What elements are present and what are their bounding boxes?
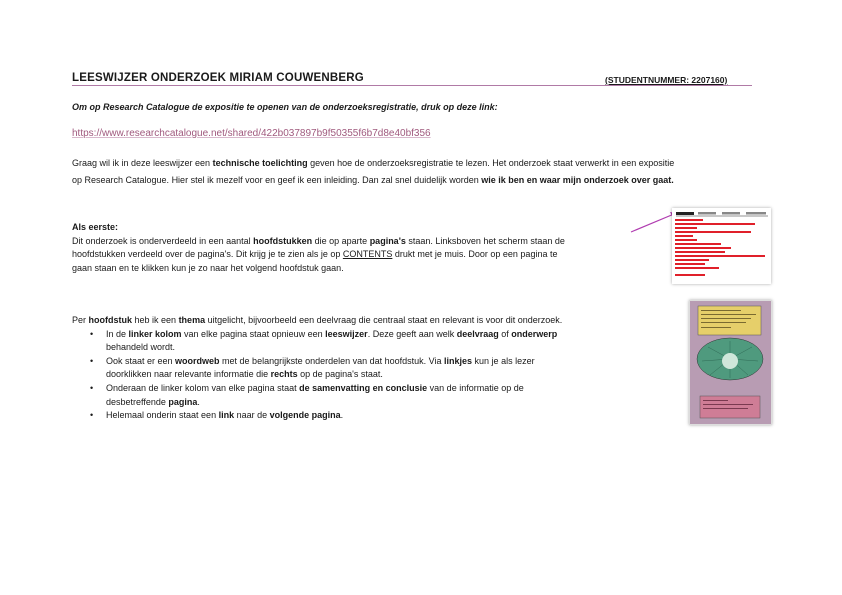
bold-text: pagina's <box>369 235 406 246</box>
bold-text: linker kolom <box>128 328 182 339</box>
bold-text: hoofdstuk <box>88 315 133 325</box>
text-run: Dit onderzoek is onderverdeeld in een aa… <box>72 235 254 246</box>
bold-text: leeswijzer <box>325 328 368 339</box>
text-run: op Research Catalogue. Hier stel ik meze… <box>72 175 482 185</box>
text-run: hoofdstukken verdeeld over de pagina's. … <box>72 249 343 259</box>
bold-text: pagina <box>168 396 198 407</box>
bullet-item: • Onderaan de linker kolom van elke pagin… <box>72 382 562 409</box>
text-line: doorklikken naar relevante informatie di… <box>106 368 562 382</box>
student-number: (STUDENTNUMMER: 2207160) <box>605 75 728 85</box>
text-line: hoofdstukken verdeeld over de pagina's. … <box>72 248 565 262</box>
text-run: kun je als lezer <box>472 355 535 366</box>
contents-menu-screenshot <box>672 208 771 284</box>
hoofdstuk-lead: Per hoofdstuk heb ik een thema uitgelich… <box>72 314 562 328</box>
bold-text: de samenvatting en conclusie <box>299 382 428 393</box>
text-run: desbetreffende <box>106 396 169 407</box>
text-line: behandeld wordt. <box>106 341 562 355</box>
text-run: drukt met je muis. Door op een pagina te <box>392 249 558 259</box>
text-run: uitgelicht, bijvoorbeeld een deelvraag d… <box>205 315 563 325</box>
paragraph-introduction: Graag wil ik in deze leeswijzer een tech… <box>72 155 674 189</box>
bold-text: volgende pagina <box>269 410 341 421</box>
text-line: Graag wil ik in deze leeswijzer een tech… <box>72 155 674 172</box>
text-run: met de belangrijkste onderdelen van dat … <box>219 355 445 366</box>
bullet-item: • Ook staat er een woordweb met de belang… <box>72 355 562 382</box>
bullet-icon: • <box>90 328 94 339</box>
bold-text: deelvraag <box>456 328 499 339</box>
bold-text: wie ik ben en waar mijn onderzoek over g… <box>481 175 674 185</box>
page-title: LEESWIJZER ONDERZOEK MIRIAM COUWENBERG <box>72 72 364 84</box>
text-run: van de informatie op de <box>427 382 524 393</box>
bullet-icon: • <box>90 382 94 393</box>
bold-text: onderwerp <box>511 328 558 339</box>
text-run: gaan staan en te klikken kun je zo naar … <box>72 262 344 273</box>
text-line: Onderaan de linker kolom van elke pagina… <box>106 382 562 396</box>
text-line: Ook staat er een woordweb met de belangr… <box>106 355 562 369</box>
text-line: gaan staan en te klikken kun je zo naar … <box>72 262 565 276</box>
text-run: In de <box>106 328 129 339</box>
bullet-list: • In de linker kolom van elke pagina staa… <box>72 328 562 423</box>
text-line: op Research Catalogue. Hier stel ik meze… <box>72 172 674 189</box>
text-run: op de pagina's staat. <box>297 369 383 380</box>
bullet-icon: • <box>90 355 94 366</box>
bullet-item: • Helemaal onderin staat een link naar de… <box>72 409 562 423</box>
text-run: . Deze geeft aan welk <box>367 328 457 339</box>
text-run: of <box>498 328 512 339</box>
underlined-text: CONTENTS <box>342 249 393 259</box>
text-run: Ook staat er een <box>106 355 176 366</box>
text-line: Dit onderzoek is onderverdeeld in een aa… <box>72 235 565 249</box>
page-layout-image <box>696 305 764 419</box>
text-run: heb ik een <box>132 315 179 325</box>
text-run: geven hoe de onderzoeksregistratie te le… <box>307 158 675 168</box>
bold-text: Als eerste: <box>72 222 119 232</box>
text-run: die op aparte <box>312 235 370 246</box>
text-run: naar de <box>234 410 270 421</box>
bullet-icon: • <box>90 410 94 421</box>
text-run: Helemaal onderin staat een <box>106 410 219 421</box>
text-run: . <box>340 410 344 421</box>
bold-text: rechts <box>270 369 298 380</box>
bullet-item: • In de linker kolom van elke pagina staa… <box>72 328 562 355</box>
bold-text: woordweb <box>175 355 220 366</box>
text-line: Helemaal onderin staat een link naar de … <box>106 409 562 423</box>
text-run: doorklikken naar relevante informatie di… <box>106 369 271 380</box>
text-line: Als eerste: <box>72 221 565 235</box>
text-run: van elke pagina staat opnieuw een <box>181 328 326 339</box>
text-run: Per <box>72 315 89 325</box>
text-run: Onderaan de linker kolom van elke pagina… <box>106 382 300 393</box>
text-run: behandeld wordt. <box>106 342 176 353</box>
paragraph-als-eerste: Als eerste: Dit onderzoek is onderverdeel… <box>72 221 565 275</box>
text-line: In de linker kolom van elke pagina staat… <box>106 328 562 342</box>
research-catalogue-link[interactable]: https://www.researchcatalogue.net/shared… <box>72 128 431 139</box>
text-run: Graag wil ik in deze leeswijzer een <box>72 158 213 168</box>
page-layout-screenshot <box>689 300 772 425</box>
text-run: staan. Linksboven het scherm staan de <box>405 235 565 246</box>
bold-text: hoofdstukken <box>253 235 313 246</box>
bold-text: link <box>218 410 235 421</box>
text-line: desbetreffende pagina. <box>106 396 562 410</box>
bold-text: thema <box>178 315 206 325</box>
title-underline <box>72 85 752 86</box>
bold-text: linkjes <box>444 355 473 366</box>
paragraph-hoofdstuk: Per hoofdstuk heb ik een thema uitgelich… <box>72 314 562 423</box>
intro-instruction: Om op Research Catalogue de expositie te… <box>72 102 498 112</box>
bold-text: technische toelichting <box>212 158 308 168</box>
contents-menu-image <box>675 212 768 276</box>
text-run: . <box>197 396 200 407</box>
